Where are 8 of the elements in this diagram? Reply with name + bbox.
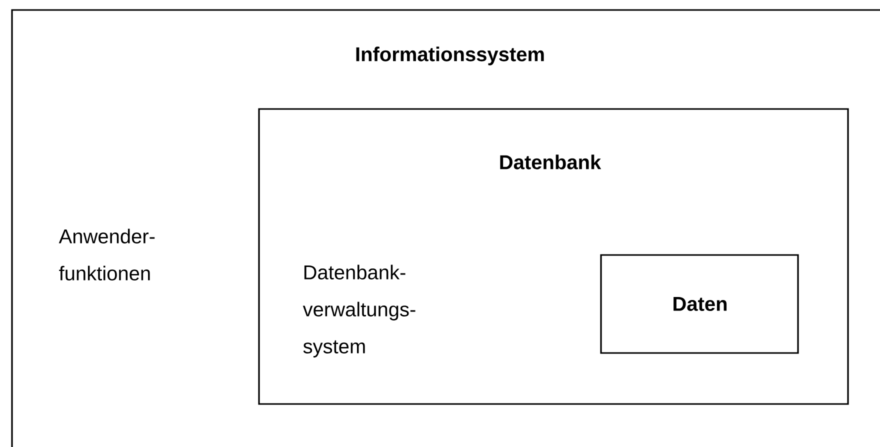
heading: Daten [674, 297, 727, 311]
system-box [11, 9, 880, 447]
database-box [258, 108, 849, 405]
heading: Informationssystem [356, 46, 544, 66]
data-box [600, 254, 799, 354]
label: Datenbank- verwaltungs- system [302, 264, 416, 358]
label: Anwender- funktionen [58, 228, 155, 280]
heading: Datenbank [500, 154, 602, 170]
